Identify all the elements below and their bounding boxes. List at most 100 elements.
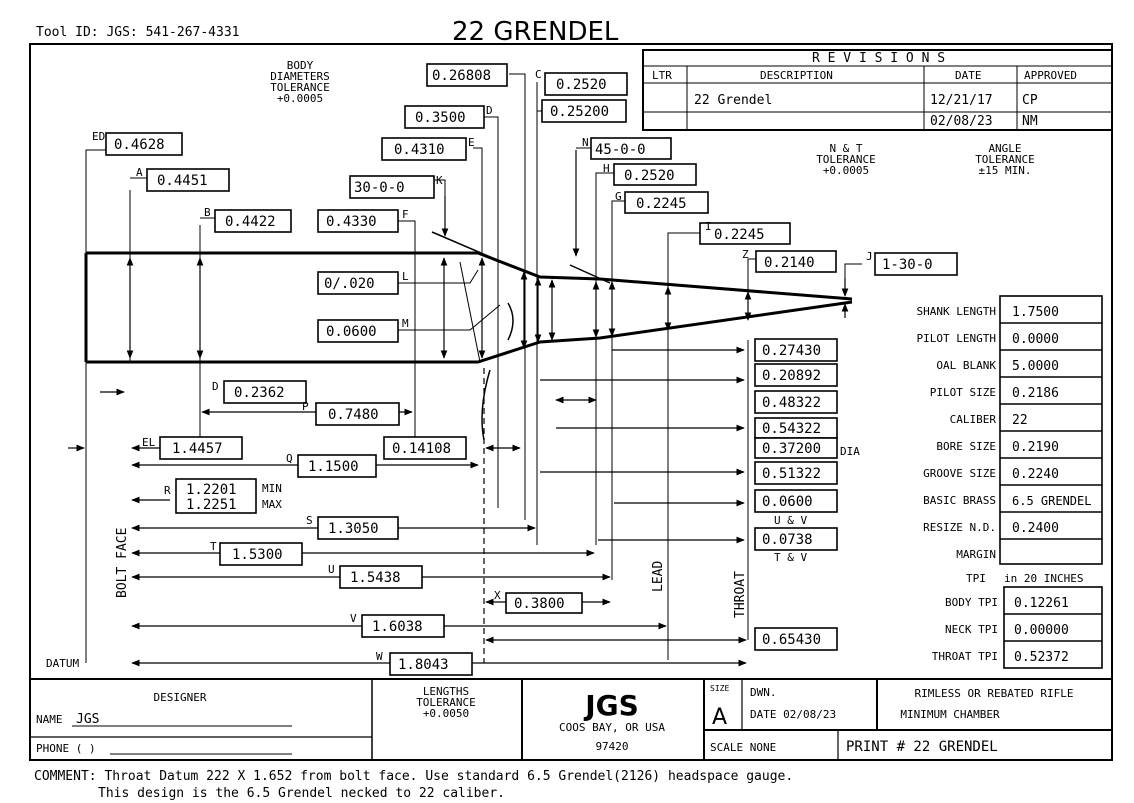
tpi-unit: in 20 INCHES [1004,572,1083,585]
spec-label-margin: MARGIN [956,548,996,561]
tpi-label-body: BODY TPI [945,596,998,609]
bolt-face-label: BOLT FACE [115,528,130,598]
rev-header-ltr: LTR [652,69,672,82]
svg-text:LENGTHS: LENGTHS [423,685,469,698]
svg-text:BODY: BODY [287,59,314,72]
dim-l-value: 0/.020 [324,276,375,292]
drawing-description-1: RIMLESS OR REBATED RIFLE [915,687,1074,700]
rev-row1-date: 12/21/17 [930,93,993,108]
drawing-border [29,43,1113,761]
dim-v-letter: V [350,612,357,625]
dim-a-value: 0.4451 [157,173,208,189]
scale-label: SCALE NONE [710,741,776,754]
tpi-table [1003,586,1103,669]
tpi-label-throat: THROAT TPI [932,650,998,663]
dim-c-letter: C [535,68,542,81]
angle-tolerance-note: ANGLE TOLERANCE ±15 MIN. [975,142,1035,177]
dia-label: DIA [840,445,860,458]
dim-m-value: 0.0600 [326,324,377,340]
dim-t-value: 1.5300 [232,547,283,563]
spec-label-groove-size: GROOVE SIZE [923,467,996,480]
dim-c1-value: 0.2520 [556,77,607,93]
dim-i-value: 0.2245 [714,227,765,243]
body-tolerance-note: BODY DIAMETERS TOLERANCE +0.0005 [270,59,330,105]
dim-q-letter: Q [286,452,293,465]
dim-k-letter: K [436,174,443,187]
uv-label: U & V [774,514,807,527]
title-block [30,678,1112,760]
dim-d2-value: 0.2362 [234,385,285,401]
dim-s-value: 1.3050 [328,521,379,537]
dim-r5-value: 0.37200 [762,441,821,457]
drawing-description-2: MINIMUM CHAMBER [900,708,1000,721]
r-min-label: MIN [262,482,282,495]
datum-label: DATUM [46,657,79,670]
spec-label-caliber: CALIBER [950,413,997,426]
dim-w-letter: W [376,650,383,663]
rev-header-date: DATE [955,69,982,82]
rev-row1-approved: CP [1022,93,1038,108]
spec-value-shank-length: 1.7500 [1012,305,1059,320]
company-city: COOS BAY, OR USA [559,721,665,734]
print-number: PRINT # 22 GRENDEL [846,739,998,755]
spec-value-groove-size: 0.2240 [1012,467,1059,482]
specs-table [999,295,1103,565]
rev-header-description: DESCRIPTION [760,69,833,82]
dim-j-letter: J [866,250,873,263]
spec-label-pilot-length: PILOT LENGTH [917,332,996,345]
dim-d-letter: D [486,104,493,117]
dim-e-value: 0.4310 [394,142,445,158]
rev-row1-desc: 22 Grendel [694,93,772,108]
spec-label-basic-brass: BASIC BRASS [923,494,996,507]
revisions-table [642,49,1113,131]
dim-d2-letter: D [212,380,219,393]
name-value: JGS [76,712,99,727]
tpi-label-neck: NECK TPI [945,623,998,636]
dim-q-value: 1.1500 [308,459,359,475]
company-logo: JGS [583,689,639,722]
dim-x-value: 0.3800 [514,596,565,612]
dim-f-value: 0.4330 [326,214,377,230]
dimension-boxes [105,63,958,676]
tpi-value-neck: 0.00000 [1014,623,1069,638]
dim-g-letter: G [615,190,622,203]
dim-r8-value: 0.0738 [762,532,813,548]
dim-el-value: 1.4457 [172,441,223,457]
throat-label: THROAT [733,571,748,618]
dim-h-value: 0.2520 [624,168,675,184]
spec-label-pilot-size: PILOT SIZE [930,386,996,399]
rev-row2-approved: NM [1022,114,1038,129]
drawing-title: 22 GRENDEL [452,17,619,47]
dim-b-letter: B [204,206,211,219]
spec-label-shank-length: SHANK LENGTH [917,305,996,318]
spec-value-pilot-size: 0.2186 [1012,386,1059,401]
dim-j-value: 1-30-0 [882,257,933,273]
dim-u-value: 1.5438 [350,570,401,586]
spec-label-resize-nd: RESIZE N.D. [923,521,996,534]
dim-a-letter: A [136,166,143,179]
tpi-title: TPI [966,572,986,585]
dim-f-letter: F [402,208,409,221]
dim-d-value: 0.3500 [415,110,466,126]
drawn-label: DWN. [750,686,777,699]
size-value: A [712,705,727,730]
revisions-title: R E V I S I O N S [812,51,945,66]
svg-text:ANGLE: ANGLE [988,142,1021,155]
name-label: NAME [36,713,63,726]
svg-text:±15 MIN.: ±15 MIN. [979,164,1032,177]
dim-n-value: 45-0-0 [595,142,646,158]
dim-t-letter: T [210,540,217,553]
drawn-date: DATE 02/08/23 [750,708,836,721]
svg-text:+0.0005: +0.0005 [277,92,323,105]
dim-l-letter: L [402,270,409,283]
dim-g-value: 0.2245 [636,196,687,212]
spec-value-resize-nd: 0.2400 [1012,521,1059,536]
svg-text:DIAMETERS: DIAMETERS [270,70,330,83]
dim-u-letter: U [328,563,335,576]
tpi-value-throat: 0.52372 [1014,650,1069,665]
tpi-value-body: 0.12261 [1014,596,1069,611]
dim-s-letter: S [306,514,313,527]
comment-line-2: This design is the 6.5 Grendel necked to… [98,786,505,801]
dim-ed-letter: ED [92,130,105,143]
